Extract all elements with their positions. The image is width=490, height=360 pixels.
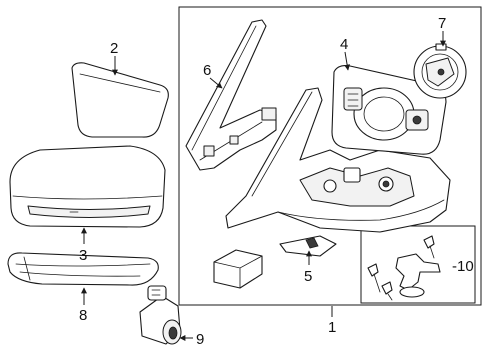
mirror-frame-bracket: [185, 19, 277, 171]
callout-7: 7: [438, 15, 446, 32]
mirror-glass: [71, 62, 169, 138]
callout-5: 5: [304, 268, 312, 285]
assembly-frame: [178, 6, 482, 306]
mirror-seal-pad: [279, 235, 337, 257]
callout-2: 2: [110, 40, 118, 57]
callout-6: 6: [203, 62, 211, 79]
callout-1: 1: [328, 319, 336, 336]
mirror-cover: [9, 145, 166, 228]
turn-signal-lamp: [7, 252, 159, 286]
mirror-housing-base: [225, 87, 451, 233]
hardware-kit-frame: [360, 225, 476, 304]
hardware-kit: [367, 235, 441, 301]
mirror-motor: [413, 43, 467, 99]
callout-10: -10: [452, 258, 474, 275]
callout-9: 9: [196, 331, 204, 348]
leader-4: [344, 51, 351, 71]
side-camera: [139, 285, 182, 345]
callout-3: 3: [79, 247, 87, 264]
leader-6: [209, 77, 223, 89]
callout-8: 8: [79, 307, 87, 324]
callout-4: 4: [340, 36, 348, 53]
mirror-actuator: [331, 65, 447, 155]
foam-pad: [213, 249, 263, 289]
leader-lines: [81, 31, 446, 341]
